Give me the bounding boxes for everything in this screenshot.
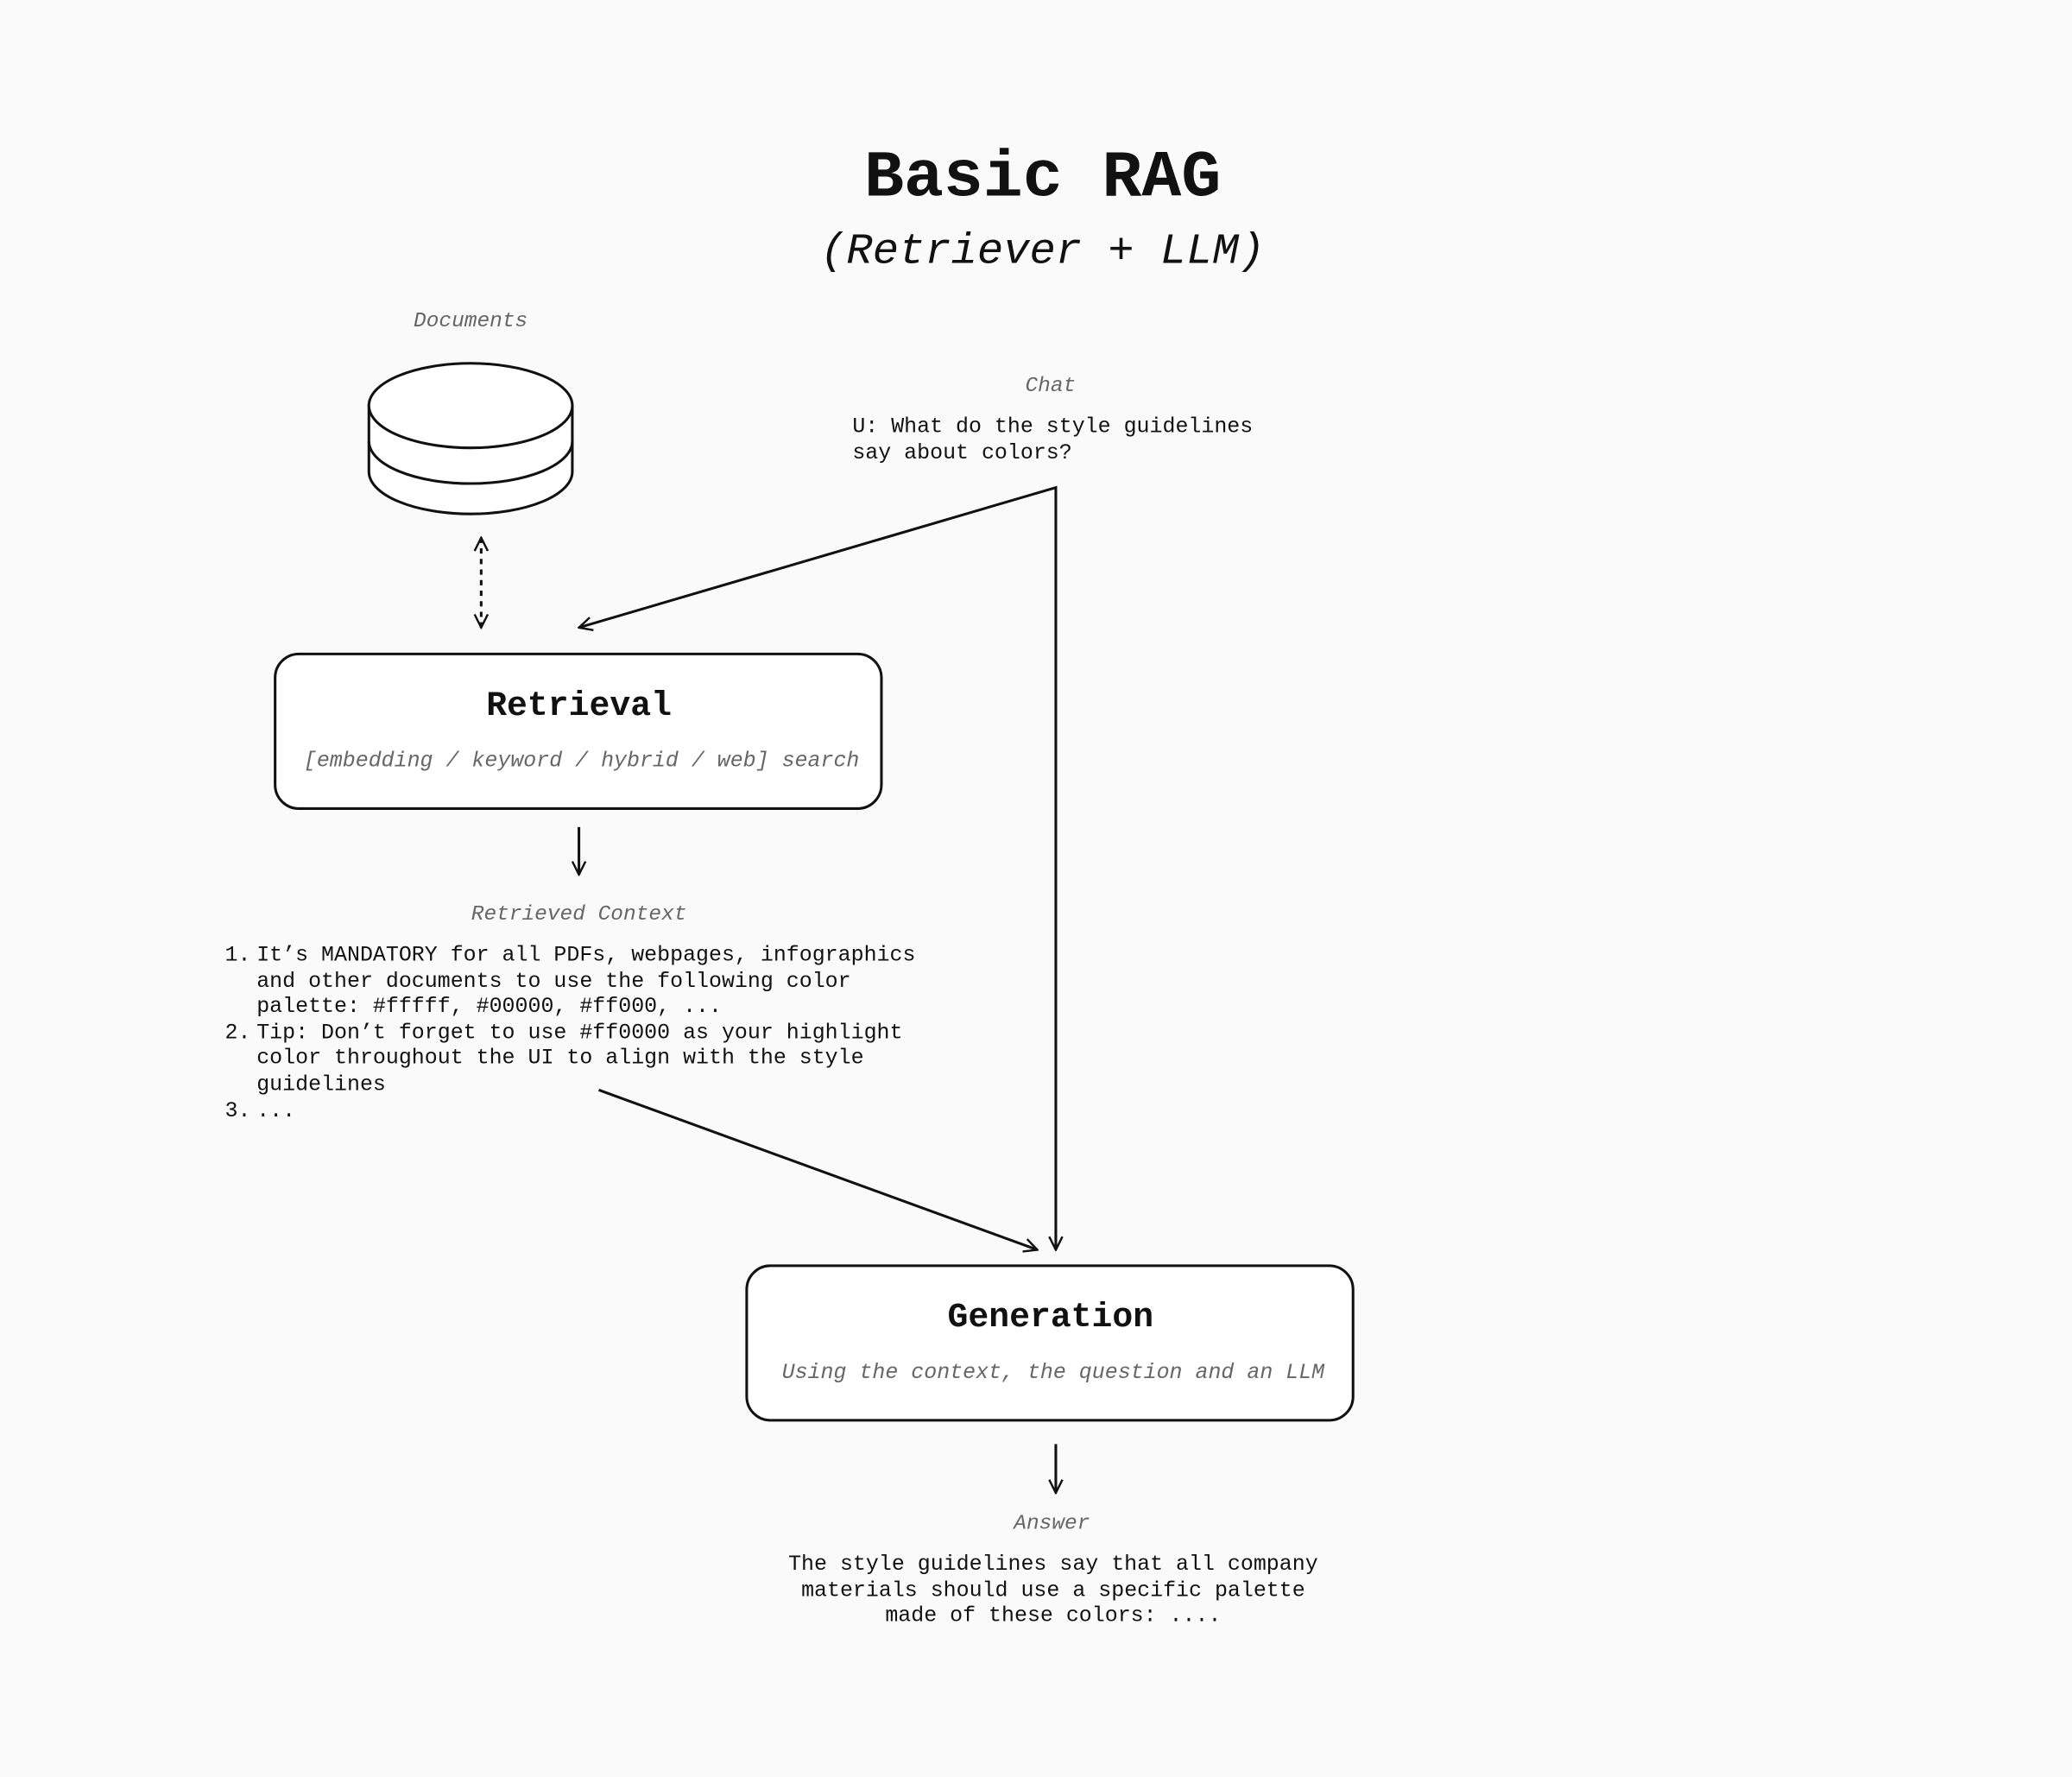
answer-line: materials should use a specific palette <box>801 1578 1305 1603</box>
list-item-line: It’s MANDATORY for all PDFs, webpages, i… <box>256 943 915 967</box>
answer-line: made of these colors: .... <box>885 1603 1221 1628</box>
answer-label: Answer <box>1012 1512 1090 1535</box>
answer-line: The style guidelines say that all compan… <box>788 1553 1318 1577</box>
generation-box: Generation Using the context, the questi… <box>745 1264 1355 1422</box>
retrieved-context-list: 1. It’s MANDATORY for all PDFs, webpages… <box>225 943 916 1123</box>
chat-message-line: say about colors? <box>852 441 1071 465</box>
chat-label: Chat <box>1025 375 1076 398</box>
list-item-line: palette: #fffff, #00000, #ff000, ... <box>256 995 722 1019</box>
list-item-line: and other documents to use the following… <box>256 970 850 994</box>
retrieval-title: Retrieval <box>486 686 672 725</box>
chat-message-line: U: What do the style guidelines <box>852 414 1253 439</box>
generation-subtitle: Using the context, the question and an L… <box>782 1361 1326 1385</box>
context-generation-arrow <box>598 1088 1038 1249</box>
retrieval-subtitle: [embedding / keyword / hybrid / web] sea… <box>304 749 860 773</box>
database-icon <box>367 362 574 515</box>
list-number: 1. <box>225 943 251 967</box>
list-item-line: color throughout the UI to align with th… <box>256 1047 863 1071</box>
chat-arrows <box>579 485 1056 1250</box>
documents-label: Documents <box>414 310 527 333</box>
list-item-line: guidelines <box>256 1072 386 1097</box>
list-number: 3. <box>225 1099 251 1123</box>
retrieved-context-label: Retrieved Context <box>471 903 687 926</box>
diagram-title: Basic RAG <box>864 140 1221 215</box>
list-number: 2. <box>225 1021 251 1046</box>
generation-title: Generation <box>948 1298 1154 1337</box>
retrieval-box: Retrieval [embedding / keyword / hybrid … <box>274 652 883 810</box>
list-item-line: Tip: Don’t forget to use #ff0000 as your… <box>256 1021 902 1046</box>
list-item-line: ... <box>256 1099 295 1123</box>
diagram-subtitle: (Retriever + LLM) <box>820 227 1265 276</box>
